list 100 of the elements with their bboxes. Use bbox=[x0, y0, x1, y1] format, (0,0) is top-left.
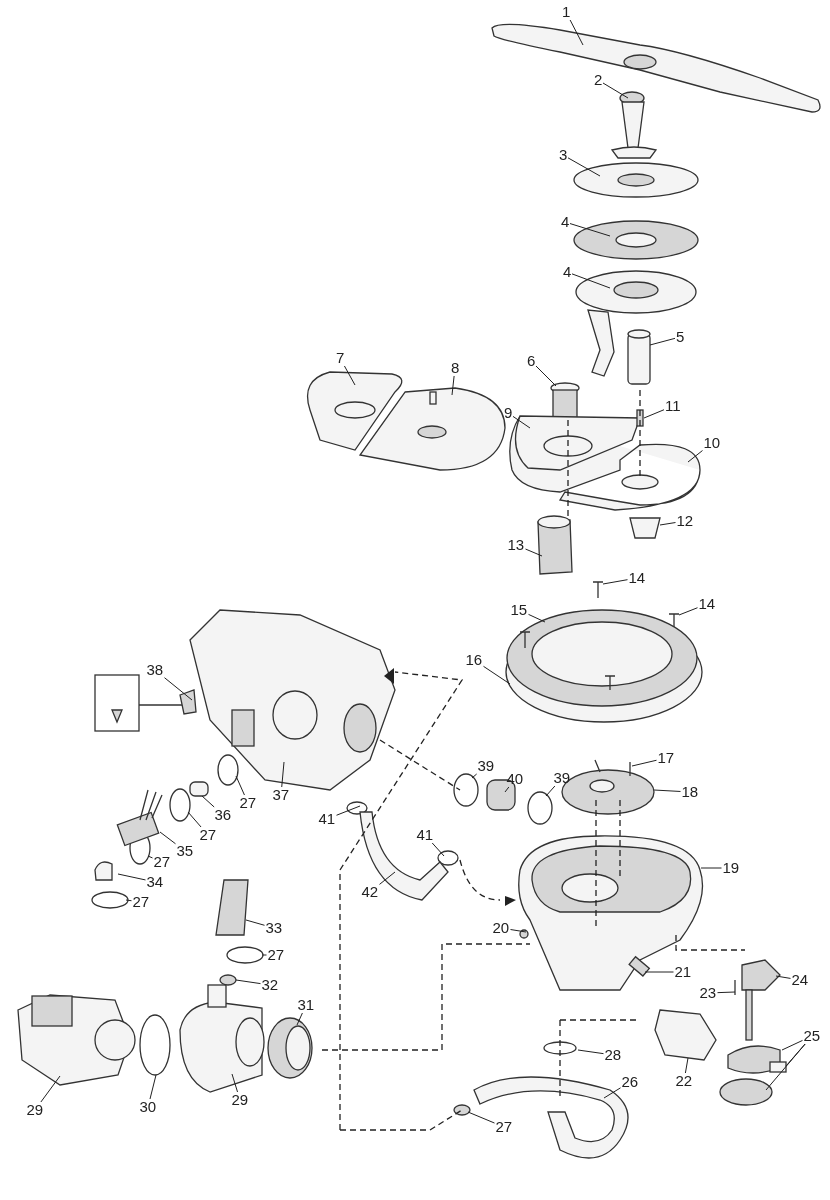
callout-number: 8 bbox=[450, 360, 461, 376]
leader-line bbox=[235, 775, 245, 796]
callout-number: 12 bbox=[675, 513, 695, 529]
leader-line bbox=[187, 811, 202, 828]
leader-line bbox=[296, 1012, 303, 1026]
callout-number: 33 bbox=[264, 920, 284, 936]
callout-number: 14 bbox=[627, 570, 647, 586]
callout-number: 24 bbox=[790, 972, 810, 988]
callout-number: 13 bbox=[506, 537, 526, 553]
leader-line bbox=[117, 873, 146, 881]
callout-number: 40 bbox=[505, 771, 525, 787]
leader-line bbox=[159, 831, 176, 845]
callout-number: 27 bbox=[152, 854, 172, 870]
callout-number: 27 bbox=[266, 947, 286, 963]
callout-number: 4 bbox=[560, 214, 571, 230]
leader-line bbox=[603, 1087, 621, 1099]
callout-number: 4 bbox=[562, 264, 573, 280]
callout-number: 7 bbox=[335, 350, 346, 366]
callout-number: 17 bbox=[656, 750, 676, 766]
leader-line bbox=[775, 975, 791, 979]
leader-line bbox=[149, 1074, 157, 1100]
leader-line bbox=[602, 579, 628, 585]
leader-line bbox=[235, 979, 261, 985]
callout-number: 37 bbox=[271, 787, 291, 803]
callout-number: 9 bbox=[503, 405, 514, 421]
leader-line bbox=[201, 795, 215, 808]
callout-number: 26 bbox=[620, 1074, 640, 1090]
leader-line bbox=[147, 855, 153, 859]
callout-number: 21 bbox=[673, 964, 693, 980]
callout-number: 41 bbox=[415, 827, 435, 843]
leader-line bbox=[467, 1111, 495, 1124]
callout-number: 39 bbox=[552, 770, 572, 786]
leader-line bbox=[602, 82, 629, 99]
leader-line bbox=[336, 805, 361, 816]
callout-number: 3 bbox=[558, 147, 569, 163]
leader-line bbox=[379, 871, 396, 885]
leader-line bbox=[451, 375, 455, 396]
callout-number: 31 bbox=[296, 997, 316, 1013]
leader-line bbox=[343, 365, 356, 386]
leader-line bbox=[765, 1043, 806, 1091]
leader-line bbox=[525, 548, 543, 557]
callout-number: 29 bbox=[25, 1102, 45, 1118]
leader-line bbox=[649, 337, 676, 346]
callout-number: 10 bbox=[702, 435, 722, 451]
leader-line bbox=[261, 954, 267, 956]
callout-number: 20 bbox=[491, 920, 511, 936]
leader-line bbox=[569, 223, 611, 237]
leader-line bbox=[40, 1075, 61, 1103]
leader-line bbox=[567, 157, 601, 177]
leader-line bbox=[684, 1057, 689, 1074]
callout-number: 30 bbox=[138, 1099, 158, 1115]
callout-number: 2 bbox=[593, 72, 604, 88]
leader-line bbox=[245, 919, 265, 926]
leader-line bbox=[471, 773, 478, 779]
callout-number: 32 bbox=[260, 977, 280, 993]
leader-line bbox=[535, 365, 557, 387]
callout-number: 11 bbox=[664, 398, 682, 414]
leader-line bbox=[644, 971, 674, 973]
callout-number: 18 bbox=[680, 784, 700, 800]
leader-line bbox=[687, 450, 703, 463]
callout-number: 27 bbox=[198, 827, 218, 843]
leader-line bbox=[678, 607, 698, 616]
callout-number: 22 bbox=[674, 1073, 694, 1089]
callout-number: 6 bbox=[526, 353, 537, 369]
leader-line bbox=[504, 786, 510, 793]
callout-number: 23 bbox=[698, 985, 718, 1001]
callout-number: 25 bbox=[802, 1028, 822, 1044]
leader-line bbox=[231, 1073, 239, 1093]
callout-number: 5 bbox=[675, 329, 686, 345]
leader-line bbox=[653, 789, 681, 792]
callout-number: 27 bbox=[238, 795, 258, 811]
callout-number: 27 bbox=[494, 1119, 514, 1135]
leader-line bbox=[631, 759, 657, 767]
callout-number: 36 bbox=[213, 807, 233, 823]
callout-number: 42 bbox=[360, 884, 380, 900]
callout-number: 15 bbox=[509, 602, 529, 618]
callout-number: 35 bbox=[175, 843, 195, 859]
callout-number: 41 bbox=[317, 811, 337, 827]
callout-number: 34 bbox=[145, 874, 165, 890]
leader-line bbox=[569, 19, 584, 46]
leader-line bbox=[483, 665, 511, 685]
leader-line bbox=[571, 273, 611, 289]
leader-line bbox=[281, 761, 285, 788]
leader-line bbox=[781, 1039, 803, 1051]
callout-number: 16 bbox=[464, 652, 484, 668]
callout-number: 29 bbox=[230, 1092, 250, 1108]
leader-line bbox=[431, 842, 445, 857]
leader-line bbox=[512, 415, 531, 429]
leader-line bbox=[510, 929, 527, 933]
leader-line bbox=[577, 1049, 604, 1055]
leader-line bbox=[545, 785, 556, 797]
callout-number: 1 bbox=[561, 4, 572, 20]
callout-number: 19 bbox=[721, 860, 741, 876]
leader-line bbox=[528, 613, 546, 623]
callout-number: 39 bbox=[476, 758, 496, 774]
callout-number: 14 bbox=[697, 596, 717, 612]
callout-number: 38 bbox=[145, 662, 165, 678]
leader-line bbox=[643, 409, 665, 419]
leader-line bbox=[717, 991, 736, 994]
callout-number: 27 bbox=[131, 894, 151, 910]
